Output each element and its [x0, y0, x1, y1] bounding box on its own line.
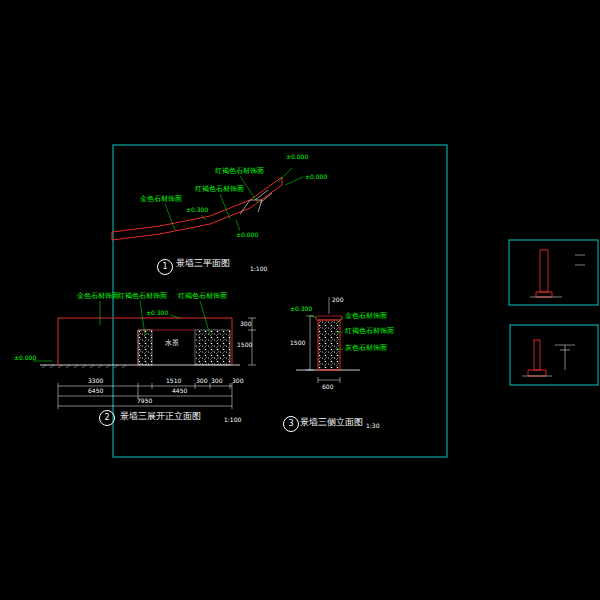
drawing-label: 1500	[237, 342, 252, 348]
drawing-label: 灰色石材饰面	[345, 345, 387, 352]
drawing-label: 红褐色石材饰面	[195, 186, 244, 193]
drawing-label: ±0.300	[146, 310, 168, 316]
drawing-label: 红褐色石材饰面	[118, 293, 167, 300]
drawing-label: 1:100	[250, 266, 267, 272]
drawing-label: 红褐色石材饰面	[215, 168, 264, 175]
view-index-circle: 1	[157, 259, 173, 275]
drawing-label: ±0.000	[14, 355, 36, 361]
drawing-label: 200	[332, 297, 343, 303]
drawing-label: 300	[196, 378, 207, 384]
drawing-label: 金色石材饰面	[77, 293, 119, 300]
view-index-circle: 2	[99, 410, 115, 426]
view-index-circle: 3	[283, 416, 299, 432]
drawing-label: ±0.300	[290, 306, 312, 312]
drawing-label: ±0.000	[286, 154, 308, 160]
drawing-label: 6450	[88, 388, 103, 394]
drawing-label: ±0.300	[186, 207, 208, 213]
drawing-label: 1:100	[224, 417, 241, 423]
drawing-label: 水景	[165, 340, 179, 347]
callout-number: 3	[288, 420, 293, 428]
drawing-label: 300	[232, 378, 243, 384]
drawing-label: 3300	[88, 378, 103, 384]
drawing-label: 金色石材饰面	[345, 313, 387, 320]
callout-number: 2	[104, 414, 109, 422]
drawing-label: 300	[240, 321, 251, 327]
drawing-label: 300	[211, 378, 222, 384]
drawing-label: ±0.000	[305, 174, 327, 180]
drawing-label: 1510	[166, 378, 181, 384]
drawing-label: 景墙三侧立面图	[300, 418, 363, 427]
drawing-label: 景墙三展开正立面图	[120, 412, 201, 421]
callout-number: 1	[162, 263, 167, 271]
drawing-label: 红褐色石材饰面	[178, 293, 227, 300]
drawing-label: 1:30	[366, 423, 379, 429]
drawing-label: 景墙三平面图	[176, 259, 230, 268]
drawing-label: 600	[322, 384, 333, 390]
drawing-label: 4450	[172, 388, 187, 394]
drawing-label: 红褐色石材饰面	[345, 328, 394, 335]
drawing-label: 7950	[137, 398, 152, 404]
drawing-label: ±0.000	[236, 232, 258, 238]
drawing-label: 1500	[290, 340, 305, 346]
drawing-label: 金色石材饰面	[140, 196, 182, 203]
